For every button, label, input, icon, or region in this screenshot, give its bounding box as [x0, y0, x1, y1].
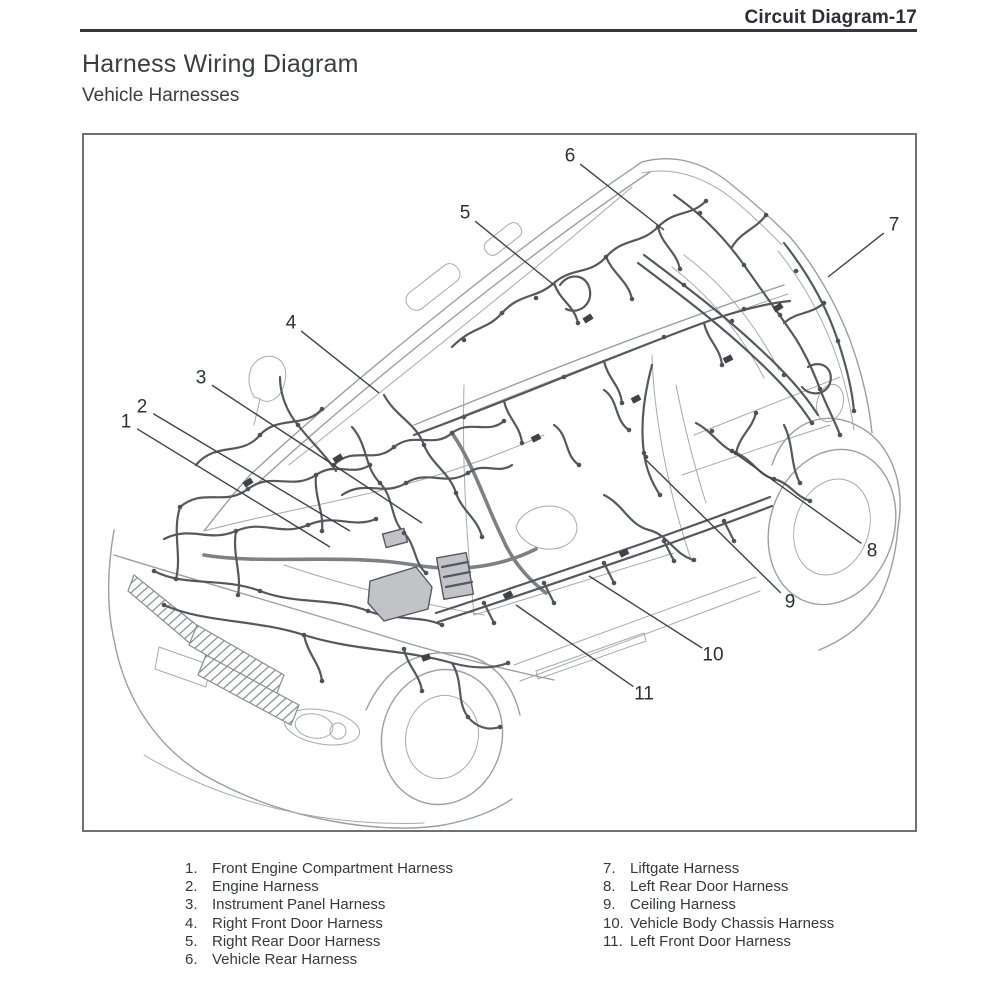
legend-item-number: 2. [185, 878, 198, 896]
legend-item-label: Instrument Panel Harness [212, 896, 386, 914]
page-subtitle: Vehicle Harnesses [82, 85, 240, 106]
legend-item-number: 10. [603, 914, 624, 932]
vehicle-harness-illustration: 12 3 4 5 6 7 8 9 10 11 [108, 146, 901, 829]
legend-item: 6. Vehicle Rear Harness [185, 951, 453, 969]
callout-number: 6 [565, 146, 576, 167]
callout-layer: 12 3 4 5 6 7 8 9 10 11 [121, 146, 900, 705]
legend-item: 7. Liftgate Harness [603, 860, 834, 878]
callout-number: 7 [889, 215, 900, 236]
legend-item: 11. Left Front Door Harness [603, 933, 834, 951]
legend-item-label: Ceiling Harness [630, 896, 736, 914]
legend-item: 3. Instrument Panel Harness [185, 896, 453, 914]
callout-leader [136, 428, 331, 548]
legend-item: 5. Right Rear Door Harness [185, 933, 453, 951]
callout-number: 9 [785, 592, 796, 613]
callout-leader [827, 232, 885, 278]
callout-number: 11 [634, 684, 654, 705]
legend-item-label: Engine Harness [212, 878, 319, 896]
callout-number: 1 [121, 412, 132, 433]
legend-item: 10. Vehicle Body Chassis Harness [603, 915, 834, 933]
legend-item-label: Right Rear Door Harness [212, 932, 381, 950]
legend-column-right: 7. Liftgate Harness 8. Left Rear Door Harne… [603, 860, 834, 951]
callout-leader [474, 220, 555, 286]
callout-number: 5 [460, 203, 471, 224]
legend-item-label: Vehicle Body Chassis Harness [630, 914, 835, 932]
callout-leader [152, 413, 351, 532]
header-rule [80, 29, 917, 32]
legend-item-label: Front Engine Compartment Harness [212, 860, 453, 877]
callout-leader [579, 163, 665, 231]
car-body-outline [108, 158, 901, 829]
legend-item: 8. Left Rear Door Harness [603, 878, 834, 896]
callout-number: 10 [702, 645, 723, 666]
legend-item-number: 11. [603, 932, 623, 950]
legend-item-label: Left Rear Door Harness [630, 878, 789, 896]
legend-item-label: Vehicle Rear Harness [212, 951, 358, 969]
harness-wiring [151, 193, 857, 730]
callout-leader [588, 575, 703, 649]
legend-item: 1. Front Engine Compartment Harness [185, 860, 453, 878]
callout-number: 4 [286, 313, 297, 334]
callout-number: 8 [867, 541, 878, 562]
legend-item-label: Liftgate Harness [630, 860, 740, 877]
callout-leader [211, 384, 423, 524]
callout-leader [645, 459, 782, 594]
legend-item: 9. Ceiling Harness [603, 896, 834, 914]
callout-number: 2 [137, 397, 148, 418]
callout-leader [731, 450, 862, 545]
legend-item-label: Left Front Door Harness [630, 932, 791, 950]
legend-item-number: 7. [603, 860, 616, 877]
legend-item-number: 4. [185, 914, 198, 932]
legend-item: 4. Right Front Door Harness [185, 915, 453, 933]
legend-item-label: Right Front Door Harness [212, 914, 383, 932]
legend-item-number: 1. [185, 860, 198, 877]
legend-item-number: 9. [603, 896, 616, 914]
legend-item-number: 8. [603, 878, 616, 896]
legend-item-number: 5. [185, 932, 198, 950]
page-title: Harness Wiring Diagram [82, 50, 359, 78]
callout-leader [300, 330, 380, 394]
callout-number: 3 [196, 368, 207, 389]
legend-column-left: 1. Front Engine Compartment Harness 2. Engi… [185, 860, 453, 969]
legend-item: 2. Engine Harness [185, 878, 453, 896]
legend-item-number: 3. [185, 896, 198, 914]
legend-item-number: 6. [185, 951, 198, 969]
callout-leader [515, 604, 634, 688]
header-right-label: Circuit Diagram-17 [744, 7, 917, 28]
